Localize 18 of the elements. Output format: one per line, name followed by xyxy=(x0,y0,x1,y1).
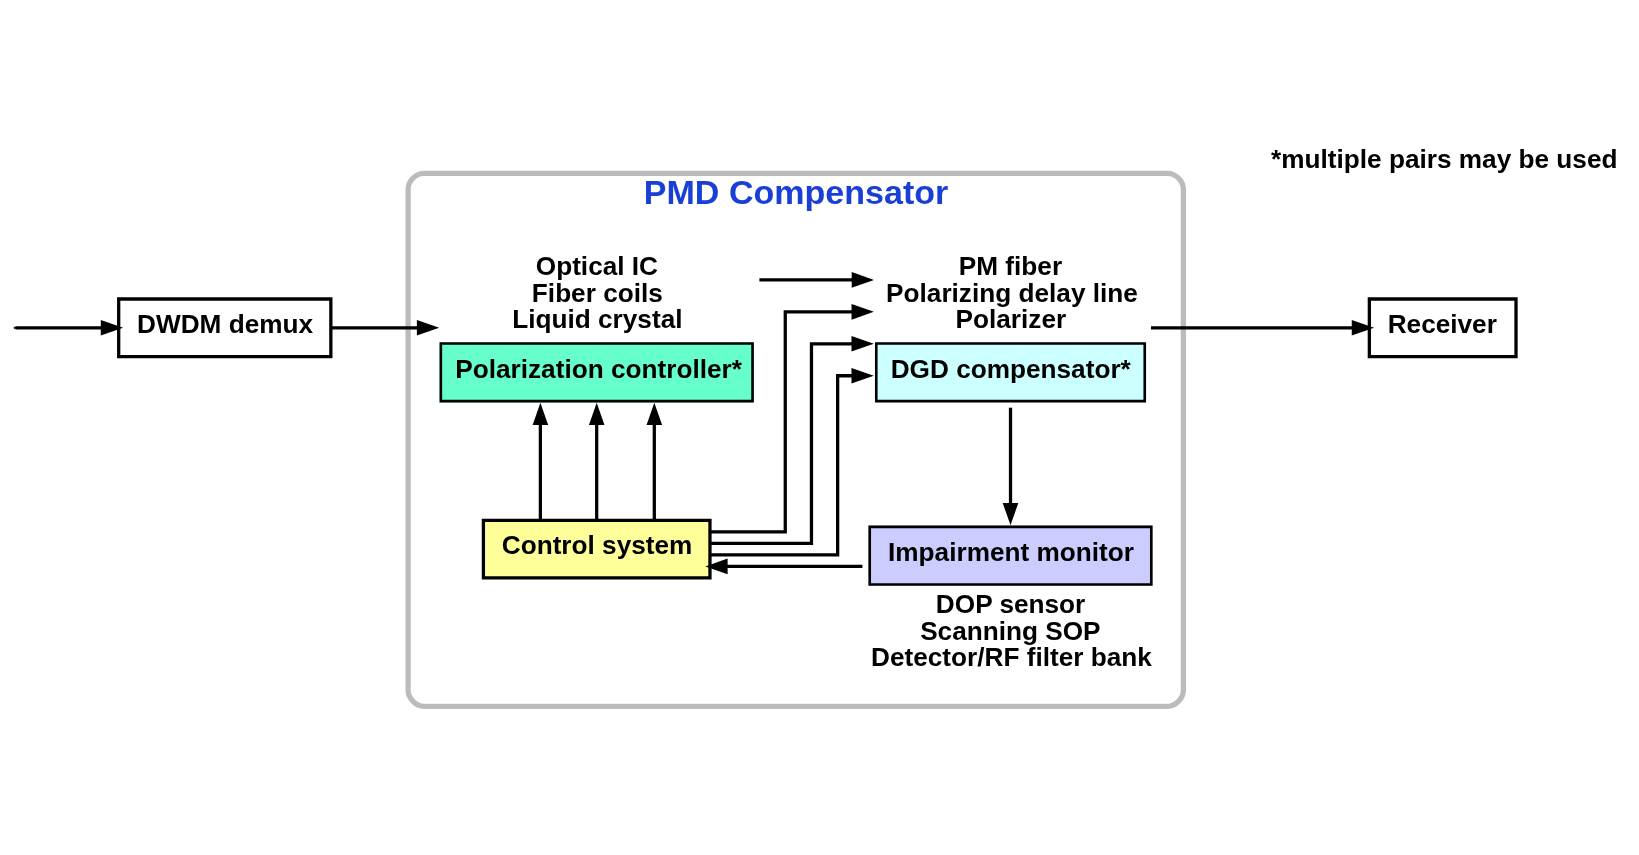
node-box: Control system xyxy=(481,518,712,580)
node-box: Receiver xyxy=(1367,296,1518,358)
arrow xyxy=(705,558,863,574)
arrow xyxy=(330,319,440,336)
arrow xyxy=(646,402,663,520)
arrow xyxy=(710,367,874,557)
node-label: Optical IC xyxy=(535,250,659,281)
node-label: Liquid crystal xyxy=(512,303,683,334)
node-label: PM fiber xyxy=(958,250,1063,281)
arrow xyxy=(710,303,874,533)
arrow xyxy=(1151,319,1375,336)
label: *multiple pairs may be used xyxy=(1271,143,1618,174)
arrow xyxy=(532,402,549,520)
arrow xyxy=(588,402,605,520)
node-box: DWDM demux xyxy=(117,296,333,358)
arrow xyxy=(710,335,874,545)
arrow xyxy=(1002,407,1019,525)
arrow xyxy=(759,271,874,288)
